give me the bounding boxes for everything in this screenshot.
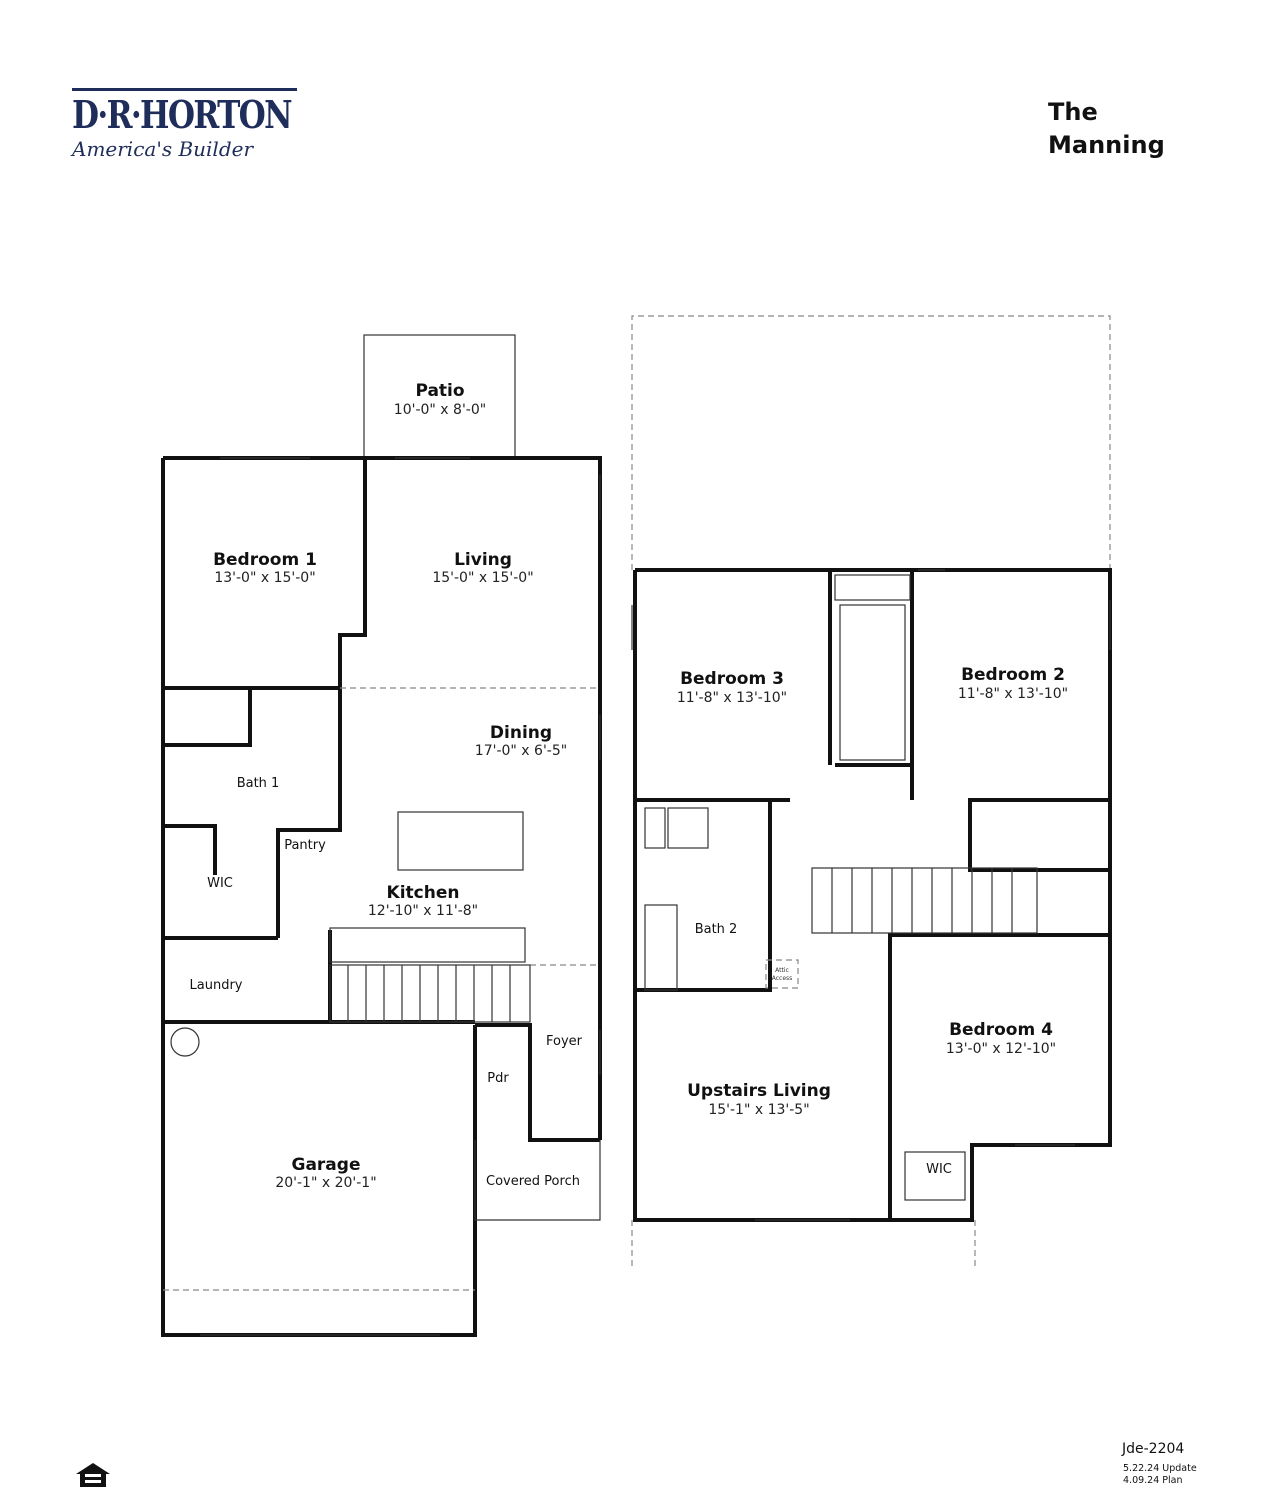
room-name-patio: Patio	[415, 381, 464, 401]
logo-tagline: America's Builder	[72, 137, 254, 161]
room-name-dining: Dining	[490, 723, 552, 743]
room-foyer: Foyer	[546, 1034, 583, 1049]
first-floor: Patio 10'-0" x 8'-0" Bedroom 1 13'-0" x …	[161, 334, 602, 1337]
kitchen-island	[397, 811, 524, 871]
room-name-bedroom1: Bedroom 1	[213, 550, 317, 570]
dr-horton-logo: D·R·HORTON America's Builder	[72, 88, 297, 161]
room-wic2: WIC	[926, 1162, 952, 1177]
vanity	[644, 904, 678, 991]
room-name-bedroom3: Bedroom 3	[680, 669, 784, 689]
room-dims-patio: 10'-0" x 8'-0"	[394, 402, 486, 418]
attic-label-line2: Access	[772, 975, 793, 982]
room-pantry: Pantry	[284, 838, 326, 853]
logo-rule	[72, 88, 297, 91]
linen-closets	[839, 604, 906, 761]
room-bath2: Bath 2	[695, 922, 738, 937]
room-covered-porch: Covered Porch	[486, 1174, 580, 1189]
room-bath1: Bath 1	[237, 776, 280, 791]
roof-outline-dashed	[631, 315, 1111, 1270]
update-date: 5.22.24 Update	[1123, 1463, 1197, 1474]
room-dims-bedroom2: 11'-8" x 13'-10"	[958, 686, 1068, 702]
revision-notes: 5.22.24 Update 4.09.24 Plan	[1123, 1463, 1197, 1487]
room-name-kitchen: Kitchen	[387, 883, 460, 903]
room-pdr: Pdr	[487, 1071, 509, 1086]
room-dims-bedroom3: 11'-8" x 13'-10"	[677, 690, 787, 706]
bathtub	[667, 807, 709, 849]
room-dims-kitchen: 12'-10" x 11'-8"	[368, 903, 478, 919]
water-heater	[170, 1027, 200, 1057]
logo-brand: D·R·HORTON	[72, 92, 293, 137]
hvac-closet	[834, 574, 911, 601]
room-name-living: Living	[454, 550, 512, 570]
attic-label-line1: Attic	[775, 967, 789, 974]
foyer-walls	[475, 1023, 600, 1142]
second-floor: Attic Access Bedroom 3 11'-8" x 13'-10" …	[631, 315, 1112, 1270]
laundry-walls	[163, 930, 475, 1024]
first-floor-stairs	[329, 964, 531, 1023]
dashed-lines	[163, 687, 600, 1291]
room-dims-garage: 20'-1" x 20'-1"	[275, 1175, 376, 1191]
shower	[644, 807, 666, 849]
room-dims-living: 15'-0" x 15'-0"	[432, 570, 533, 586]
plan-code: Jde-2204	[1122, 1441, 1185, 1457]
kitchen-counter	[329, 927, 526, 963]
attic-access-outline	[765, 959, 799, 989]
second-floor-windows	[631, 569, 1111, 1221]
plan-title-line2: Manning	[1048, 131, 1165, 159]
room-dims-upstairs-living: 15'-1" x 13'-5"	[708, 1102, 809, 1118]
room-dims-dining: 17'-0" x 6'-5"	[475, 743, 567, 759]
room-name-upstairs-living: Upstairs Living	[687, 1081, 831, 1101]
second-floor-stairs	[811, 867, 1038, 934]
room-dims-bedroom4: 13'-0" x 12'-10"	[946, 1041, 1056, 1057]
covered-porch-outline	[474, 1140, 601, 1221]
equal-housing-icon	[76, 1463, 110, 1487]
second-floor-outer-walls	[633, 568, 1112, 1222]
wic-closet	[904, 1151, 966, 1201]
plan-title: The Manning	[1048, 96, 1165, 162]
bath1-walls	[163, 686, 342, 940]
bedroom1-wall	[338, 458, 367, 688]
room-name-garage: Garage	[292, 1155, 361, 1175]
room-wic: WIC	[207, 876, 233, 891]
room-dims-bedroom1: 13'-0" x 15'-0"	[214, 570, 315, 586]
first-floor-outer-walls	[161, 456, 602, 1337]
windows-doors	[200, 457, 601, 1336]
plan-title-line1: The	[1048, 98, 1098, 126]
plan-date: 4.09.24 Plan	[1123, 1475, 1183, 1486]
room-name-bedroom4: Bedroom 4	[949, 1020, 1053, 1040]
second-floor-interior-walls	[635, 570, 914, 992]
room-name-bedroom2: Bedroom 2	[961, 665, 1065, 685]
room-laundry: Laundry	[190, 978, 243, 993]
